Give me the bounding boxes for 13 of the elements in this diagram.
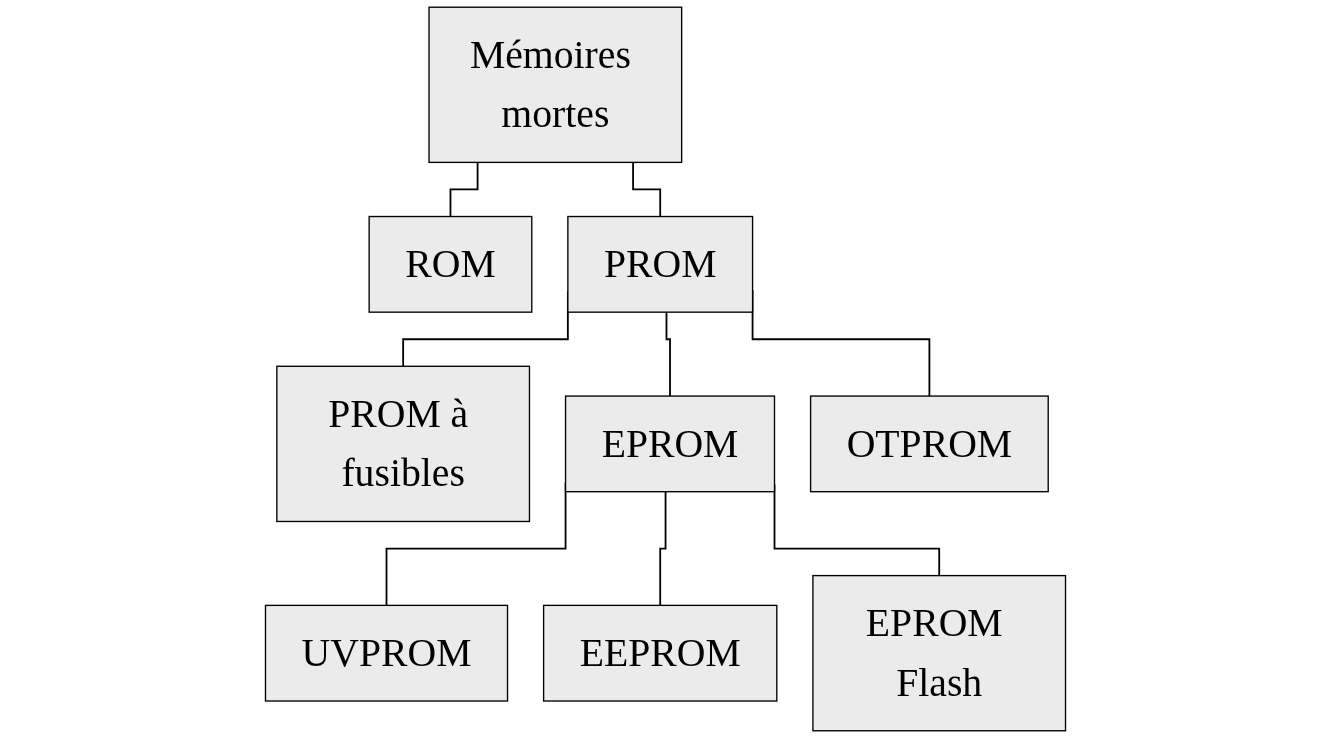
connector [665,311,671,397]
node-box: EPROM [564,395,776,493]
connector [449,161,479,218]
node-box: PROM à fusibles [276,365,531,523]
connector [659,490,667,607]
node-box: PROM [567,215,754,313]
node-box: EEPROM [542,604,778,702]
node-box: Mémoires mortes [428,6,683,164]
connector [632,161,662,218]
node-box: OTPROM [809,395,1049,493]
node-box: ROM [368,215,533,313]
node-box: UVPROM [264,604,509,702]
node-box: EPROM Flash [812,574,1067,732]
